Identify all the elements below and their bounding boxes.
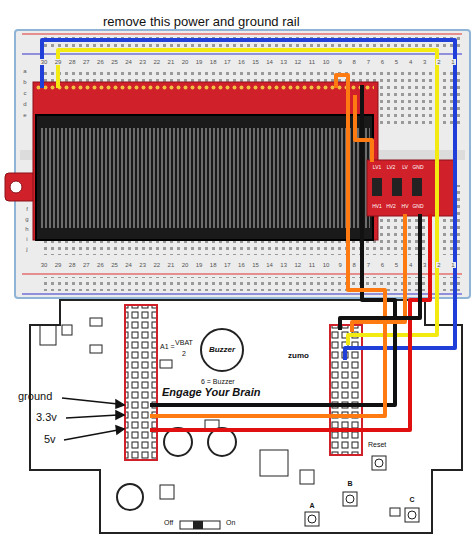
pin-name: HV [401, 204, 410, 209]
breadboard-index: 25 [110, 262, 119, 268]
breadboard-index: g [24, 216, 29, 222]
pin-name: LV1 [372, 165, 383, 170]
breadboard-index: 13 [279, 59, 288, 65]
breadboard-index: 17 [223, 262, 232, 268]
board-label: 3.3v [36, 412, 57, 423]
breadboard-index: f [25, 206, 29, 212]
board-label: A1 = [160, 343, 175, 350]
breadboard-index: 9 [337, 59, 342, 65]
breadboard-index: 5 [394, 59, 399, 65]
breadboard-index: 23 [138, 59, 147, 65]
breadboard-index: h [24, 226, 29, 232]
breadboard-index: 24 [124, 59, 133, 65]
breadboard-index: 26 [96, 262, 105, 268]
breadboard-index: b [22, 79, 27, 85]
breadboard-index: 29 [54, 59, 63, 65]
breadboard-index: 7 [366, 262, 371, 268]
breadboard-index: 9 [337, 262, 342, 268]
breadboard-index: 14 [265, 262, 274, 268]
breadboard-index: 11 [308, 59, 316, 65]
breadboard-index: 25 [110, 59, 119, 65]
breadboard-index: 4 [408, 59, 413, 65]
breadboard-index: 22 [152, 262, 161, 268]
breadboard-index: 29 [54, 262, 63, 268]
breadboard-index: 28 [68, 59, 77, 65]
board-label: VBAT [175, 339, 193, 346]
breadboard-index: 30 [40, 59, 49, 65]
breadboard-index: 26 [96, 59, 105, 65]
breadboard-index: 22 [152, 59, 161, 65]
component-label: Buzzer [200, 346, 244, 354]
breadboard-index: 5 [394, 262, 399, 268]
pin-name: HV1 [371, 204, 383, 209]
breadboard-index: 14 [265, 59, 274, 65]
breadboard-index: 21 [167, 59, 176, 65]
breadboard-index: 12 [293, 262, 302, 268]
board-label: Off [164, 519, 173, 526]
breadboard-index: 16 [237, 59, 246, 65]
breadboard-index: 11 [308, 262, 316, 268]
breadboard-index: 4 [408, 262, 413, 268]
breadboard-index: 8 [352, 59, 357, 65]
breadboard-index: 28 [68, 262, 77, 268]
board-label: Engage Your Brain [162, 387, 260, 398]
breadboard-index: 16 [237, 262, 246, 268]
buzzer-circle: Buzzer [200, 328, 244, 372]
pin-name: GND [411, 204, 424, 209]
breadboard-index: 20 [181, 262, 190, 268]
breadboard-index: 3 [422, 59, 427, 65]
breadboard-index: i [25, 236, 28, 242]
pin-name: LV [401, 165, 409, 170]
pin-name: GND [411, 165, 424, 170]
breadboard-index: 1 [450, 262, 455, 268]
breadboard-index: a [22, 68, 27, 74]
breadboard-index: 18 [209, 59, 218, 65]
breadboard-index: 6 [380, 59, 385, 65]
board-label: B [347, 480, 352, 487]
breadboard-index: 2 [436, 262, 441, 268]
board-label: 2 [182, 350, 186, 357]
breadboard-index: 20 [181, 59, 190, 65]
breadboard-index: 15 [251, 59, 260, 65]
breadboard-index: 27 [82, 262, 91, 268]
board-label: On [226, 519, 235, 526]
breadboard-index: 15 [251, 262, 260, 268]
breadboard-index: e [22, 112, 27, 118]
breadboard-index: c [23, 90, 28, 96]
breadboard-index: 3 [422, 262, 427, 268]
breadboard-index: 24 [124, 262, 133, 268]
breadboard-index: 19 [195, 262, 204, 268]
breadboard-index: 19 [195, 59, 204, 65]
board-label: 5v [44, 434, 56, 445]
board-label: ground [18, 391, 52, 402]
instruction-note: remove this power and ground rail [103, 15, 300, 28]
pin-name: LV2 [386, 165, 397, 170]
breadboard-index: j [25, 246, 28, 252]
breadboard-index: 30 [40, 262, 49, 268]
breadboard-index: 27 [82, 59, 91, 65]
breadboard-index: 12 [293, 59, 302, 65]
breadboard-index: 7 [366, 59, 371, 65]
breadboard-index: 1 [450, 59, 455, 65]
breadboard-index: 23 [138, 262, 147, 268]
board-label: zumo [288, 352, 309, 360]
breadboard-index: d [22, 101, 27, 107]
breadboard-index: 10 [322, 262, 331, 268]
breadboard-index: 2 [436, 59, 441, 65]
breadboard-index: 17 [223, 59, 232, 65]
breadboard-index: 13 [279, 262, 288, 268]
board-label: A [309, 502, 314, 509]
breadboard-index: 21 [167, 262, 176, 268]
pin-name: HV2 [385, 204, 397, 209]
board-label: C [409, 496, 414, 503]
board-label: 6 = Buzzer [201, 378, 235, 385]
breadboard-index: 18 [209, 262, 218, 268]
board-label: Reset [368, 441, 386, 448]
breadboard-index: 8 [352, 262, 357, 268]
breadboard-index: 6 [380, 262, 385, 268]
breadboard-index: 10 [322, 59, 331, 65]
